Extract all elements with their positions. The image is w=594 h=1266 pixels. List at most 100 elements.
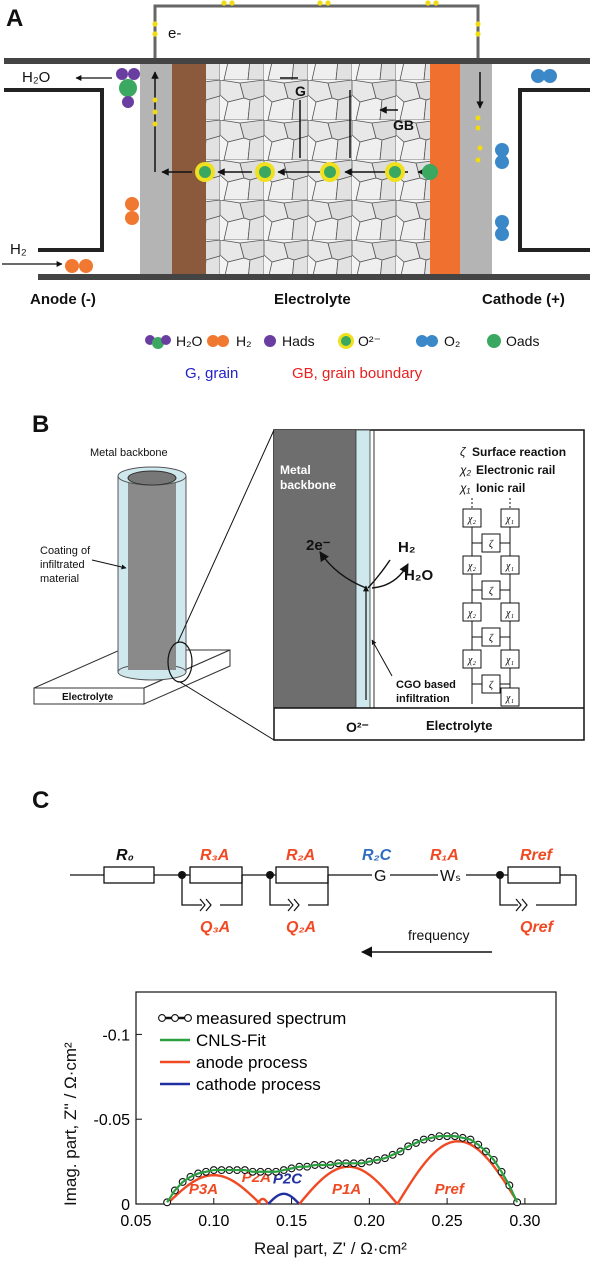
panel-a-legend: H₂O H₂ Hads O²⁻ O₂ Oads: [145, 333, 539, 349]
electrolyte-slab-side: [143, 649, 231, 705]
ladder-electronic-0: χ₂: [467, 514, 476, 525]
bottom-plate: [38, 274, 590, 280]
cathode-label: Cathode (+): [482, 291, 565, 308]
external-circuit-wire: [153, 4, 480, 62]
q3a-label: Q₃A: [200, 919, 230, 936]
panel-c: C: [32, 787, 577, 1258]
anode-gray-layer: [140, 62, 172, 276]
electron-label: e-: [168, 25, 181, 42]
metal-backbone-zoom-label-2: backbone: [280, 478, 336, 492]
ladder-electronic-1-box: [462, 555, 482, 575]
ladder-surface-3-box: [481, 674, 501, 694]
chi2-symbol: χ₂: [459, 463, 472, 477]
ladder-electronic-2-box: [462, 602, 482, 622]
cpe-symbols: [199, 898, 528, 912]
legend-h2o-icon: [145, 335, 171, 349]
legend-h2-icon: [207, 335, 229, 347]
legend-h2-label: H₂: [236, 333, 252, 349]
legend-o2-label: O₂: [444, 333, 460, 349]
gerischer-element: G: [374, 868, 386, 885]
o2minus-label-b: O²⁻: [346, 719, 369, 735]
ladder-ionic-3-box: [500, 649, 520, 669]
electron-dots: [152, 0, 481, 37]
panel-b: B Electrolyte Metal backbone Coating of …: [32, 411, 585, 741]
r0-label: R₀: [116, 847, 134, 864]
legend-label-0: measured spectrum: [196, 1009, 346, 1028]
cgo-label-2: infiltration: [396, 693, 450, 705]
ladder-ionic-2: χ₁: [505, 608, 514, 619]
legend-marker: [184, 1014, 192, 1022]
metal-backbone-zoom-label-1: Metal: [280, 463, 311, 477]
chi2-text: Electronic rail: [476, 463, 555, 477]
cathode-channel-wall: [518, 88, 590, 252]
annotation-P3A: P3A: [189, 1181, 218, 1198]
zeta-text: Surface reaction: [472, 445, 566, 459]
zeta-symbol: ζ: [460, 445, 467, 459]
x-tick-label: 0.20: [354, 1213, 385, 1230]
cgo-pointer: [371, 639, 393, 677]
legend-marker: [171, 1014, 179, 1022]
h2-label-b: H₂: [398, 539, 416, 556]
x-tick-label: 0.15: [276, 1213, 307, 1230]
r2a-label: R₂A: [286, 847, 315, 864]
legend-o2minus-label: O²⁻: [358, 333, 381, 349]
anode-channel-wall: [4, 88, 104, 252]
h2-in-curve: [367, 559, 391, 589]
ladder-surface-3: ζ: [489, 680, 494, 691]
ladder-ionic-3: χ₁: [505, 655, 514, 666]
zoom-line-top: [177, 429, 275, 643]
r2c-label: R₂C: [362, 847, 392, 864]
x-tick-label: 0.05: [120, 1213, 151, 1230]
legend-label-1: CNLS-Fit: [196, 1031, 266, 1050]
annotation-Pref: Pref: [435, 1181, 466, 1198]
grain-label: G: [295, 83, 306, 99]
anode-label: Anode (-): [30, 291, 96, 308]
grain-boundary-label: GB: [393, 117, 414, 133]
coating-pointer: [91, 559, 127, 570]
y-tick-label: -0.05: [94, 1112, 131, 1129]
annotation-P1A: P1A: [332, 1181, 361, 1198]
anode-h2-molecule-2: [65, 259, 93, 273]
panel-b-letter: B: [32, 411, 49, 438]
node-dot-1: [178, 871, 186, 879]
ladder-ionic-2-box: [500, 602, 520, 622]
equivalent-circuit: [70, 866, 577, 906]
x-tick-label: 0.10: [198, 1213, 229, 1230]
r1a-label: R₁A: [430, 847, 459, 864]
metal-backbone-zoom: [274, 430, 356, 708]
ladder-ionic-0-box: [500, 508, 520, 528]
y-axis-label: Imag. part, Z'' / Ω·cm²: [61, 1042, 80, 1206]
oxygen-ions: [195, 162, 438, 182]
ladder-electronic-1: χ₂: [467, 561, 476, 572]
anode-h2o-molecule: [116, 68, 140, 108]
arc-P3A: [166, 1173, 262, 1205]
metal-backbone-core: [128, 478, 176, 670]
electron-out-arrow: [319, 551, 367, 589]
coating-label-2: infiltrated: [40, 559, 85, 571]
y-axis-ticks: 0-0.05-0.1: [94, 1027, 142, 1214]
ladder-ionic-1-box: [500, 555, 520, 575]
h2o-out-arrow-b: [371, 563, 409, 589]
cnls-fit-line: [166, 1135, 519, 1203]
ladder-surface-1: ζ: [489, 586, 494, 597]
x-tick-label: 0.30: [509, 1213, 540, 1230]
coating-label-1: Coating of: [40, 545, 91, 557]
legend-hads-label: Hads: [282, 333, 315, 349]
two-electron-label: 2e⁻: [306, 537, 331, 554]
legend-label-2: anode process: [196, 1053, 308, 1072]
ladder-ionic-0: χ₁: [505, 514, 514, 525]
ladder-electronic-2: χ₂: [467, 608, 476, 619]
chi1-text: Ionic rail: [476, 481, 525, 495]
legend-oads-icon: [487, 334, 501, 348]
arc-P2A: [256, 1197, 270, 1205]
coating-label-3: material: [40, 573, 79, 585]
q2a-label: Q₂A: [286, 919, 316, 936]
ladder-surface-0: ζ: [489, 539, 494, 550]
qref-label: Qref: [520, 919, 555, 936]
